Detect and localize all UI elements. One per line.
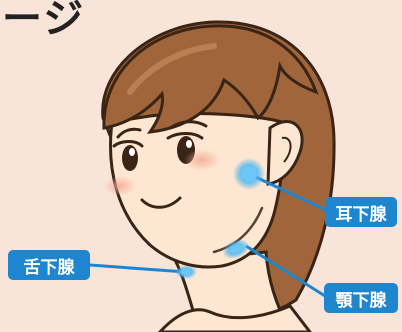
right-cheek [184, 149, 220, 171]
left-eye [112, 140, 144, 171]
left-eyebrow [116, 127, 142, 139]
label-submandibular-gland: 顎下腺 [324, 283, 398, 313]
left-cheek [104, 176, 136, 196]
face [109, 112, 286, 269]
bangs [102, 24, 319, 134]
label-sublingual-gland: 舌下腺 [8, 250, 90, 280]
sublingual-leader-line [89, 263, 187, 274]
heading-fragment: ージ [2, 0, 86, 42]
right-eyebrow [168, 120, 208, 130]
label-parotid-gland: 耳下腺 [325, 197, 397, 227]
right-eye [166, 132, 204, 164]
mouth [140, 196, 182, 209]
ear [266, 120, 304, 186]
submandibular-leader-line [245, 244, 326, 298]
collar [157, 304, 312, 332]
